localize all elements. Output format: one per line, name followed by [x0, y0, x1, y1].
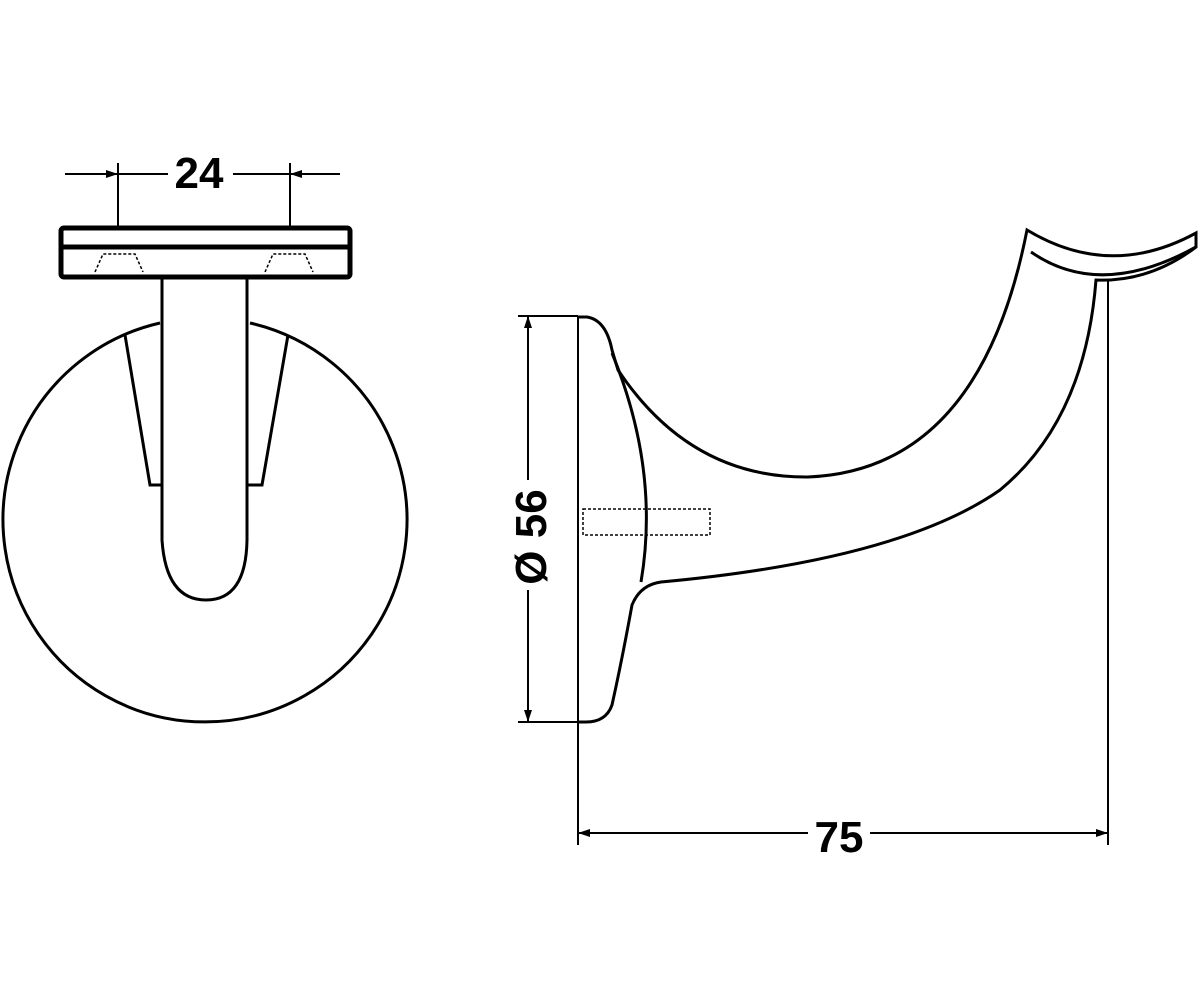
screw-holes: [94, 253, 314, 273]
rosette-curve: [610, 352, 648, 583]
mounting-plate: [58, 225, 353, 280]
dimension-width-label: 24: [175, 149, 224, 198]
saddle-inner-arc: [1030, 245, 1197, 277]
screw-hole-hidden: [582, 508, 711, 536]
bracket-profile: [578, 227, 1198, 724]
support-stem: [160, 278, 249, 602]
rosette-circle: [1, 321, 409, 724]
side-view: [518, 227, 1198, 845]
dimension-diameter-label: Ø 56: [507, 489, 556, 584]
front-view: [1, 163, 409, 724]
dimension-projection-label: 75: [815, 813, 864, 862]
stem-taper-right: [247, 334, 290, 487]
stem-taper-left: [123, 334, 162, 487]
